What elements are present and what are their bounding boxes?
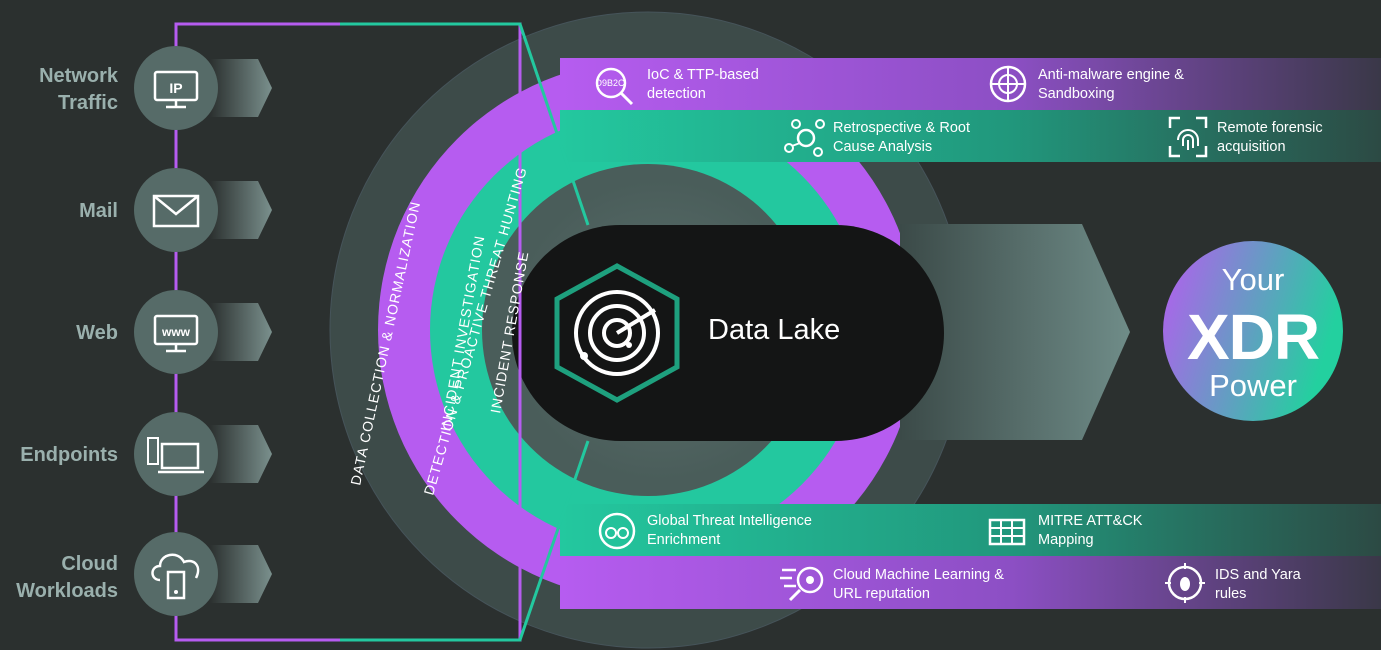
fingerprint-icon <box>1168 116 1208 158</box>
source-circle-endpoints <box>134 412 218 496</box>
feature-cloud-ml: Cloud Machine Learning & URL reputation <box>833 567 1004 602</box>
globe-binoculars-icon <box>598 512 636 550</box>
data-lake-label: Data Lake <box>708 314 841 346</box>
bug-target-icon <box>1165 563 1205 603</box>
ioc-icon-text: D9B2C <box>595 78 625 88</box>
feature-ioc: IoC & TTP-based detection <box>647 67 759 102</box>
source-chevrons <box>210 59 272 603</box>
feature-forensic: Remote forensic acquisition <box>1217 120 1323 155</box>
teal-funnel <box>340 22 590 642</box>
radar-hexagon-icon <box>554 263 680 403</box>
source-label-web: Web <box>76 322 118 344</box>
ip-icon-text: IP <box>169 80 182 96</box>
source-label-network: Network Traffic <box>39 65 118 114</box>
feature-mitre: MITRE ATT&CK Mapping <box>1038 513 1143 548</box>
purple-bar-top <box>560 58 1381 111</box>
magnifier-icon <box>595 67 634 106</box>
purple-bar-bottom <box>560 556 1381 609</box>
output-arrow <box>900 224 1130 440</box>
feature-ids-yara: IDS and Yara rules <box>1215 567 1301 602</box>
xdr-power: Power <box>1209 368 1297 403</box>
feature-gti: Global Threat Intelligence Enrichment <box>647 513 812 548</box>
matrix-icon <box>988 518 1026 546</box>
data-lake-pill <box>512 225 944 441</box>
crosshair-icon <box>989 65 1027 103</box>
xdr-power-circle <box>1163 241 1343 421</box>
green-bar-top <box>560 110 1381 162</box>
source-circle-cloud <box>134 532 218 616</box>
www-icon-text: www <box>161 325 191 339</box>
source-circle-mail <box>134 168 218 252</box>
eye-search-icon <box>780 566 824 602</box>
green-bar-bottom <box>560 504 1381 556</box>
graph-nodes-icon <box>784 119 825 157</box>
source-circle-web <box>134 290 218 374</box>
feature-antimalware: Anti-malware engine & Sandboxing <box>1038 67 1184 102</box>
source-label-cloud: Cloud Workloads <box>16 553 118 602</box>
source-label-endpoints: Endpoints <box>20 444 118 466</box>
source-label-mail: Mail <box>79 200 118 222</box>
xdr-title: XDR <box>1186 301 1320 373</box>
feature-retrospective: Retrospective & Root Cause Analysis <box>833 120 971 155</box>
source-circle-network <box>134 46 218 130</box>
xdr-your: Your <box>1221 262 1285 297</box>
